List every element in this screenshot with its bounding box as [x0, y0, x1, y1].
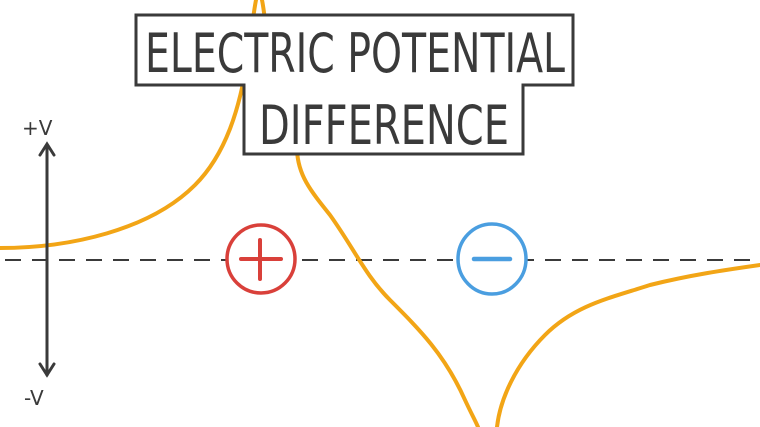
arrow-down-icon	[38, 362, 56, 378]
negative-charge	[456, 222, 528, 296]
curve-right-branch	[495, 263, 760, 427]
arrow-up-icon	[38, 141, 56, 157]
negative-voltage-label: -V	[24, 386, 44, 410]
title-box	[134, 13, 575, 156]
positive-charge	[225, 223, 297, 295]
title-line-1: ELECTRIC POTENTIAL	[145, 22, 565, 85]
plus-icon	[239, 238, 283, 281]
title-line-2: DIFFERENCE	[259, 94, 509, 157]
curve-middle-branch	[295, 148, 480, 427]
voltage-axis	[38, 141, 56, 378]
positive-voltage-label: +V	[22, 116, 53, 140]
